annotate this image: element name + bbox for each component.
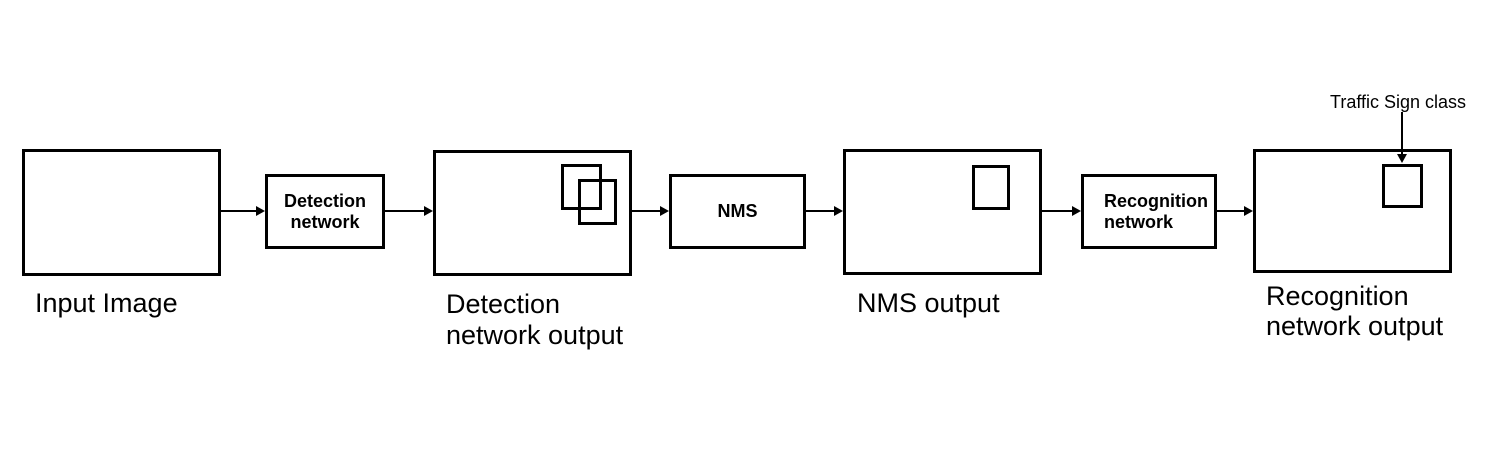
detection-bounding-box-1 bbox=[561, 164, 602, 210]
recognition-output-box bbox=[1253, 149, 1452, 273]
arrow-output-to-recognition-icon bbox=[1042, 206, 1081, 216]
detection-output-caption: Detection network output bbox=[446, 289, 624, 350]
arrow-nms-to-output-icon bbox=[806, 206, 843, 216]
input-image-box bbox=[22, 149, 221, 276]
detection-output-box bbox=[433, 150, 632, 276]
arrow-input-to-detection-icon bbox=[221, 206, 265, 216]
nms-box: NMS bbox=[669, 174, 806, 249]
recognition-bounding-box bbox=[1382, 164, 1423, 208]
recognition-output-caption: Recognition network output bbox=[1266, 281, 1444, 341]
nms-output-caption: NMS output bbox=[857, 288, 1000, 318]
detection-bounding-box-2 bbox=[578, 179, 617, 225]
arrow-recognition-to-output-icon bbox=[1217, 206, 1253, 216]
nms-bounding-box bbox=[972, 165, 1010, 210]
input-image-caption: Input Image bbox=[35, 288, 178, 318]
arrow-class-annotation-icon bbox=[1397, 112, 1407, 163]
recognition-network-box: Recognition network bbox=[1081, 174, 1217, 249]
nms-output-box bbox=[843, 149, 1042, 275]
arrow-output-to-nms-icon bbox=[632, 206, 669, 216]
traffic-sign-class-label: Traffic Sign class bbox=[1330, 92, 1467, 112]
detection-network-box: Detection network bbox=[265, 174, 385, 249]
arrow-detection-to-output-icon bbox=[385, 206, 433, 216]
